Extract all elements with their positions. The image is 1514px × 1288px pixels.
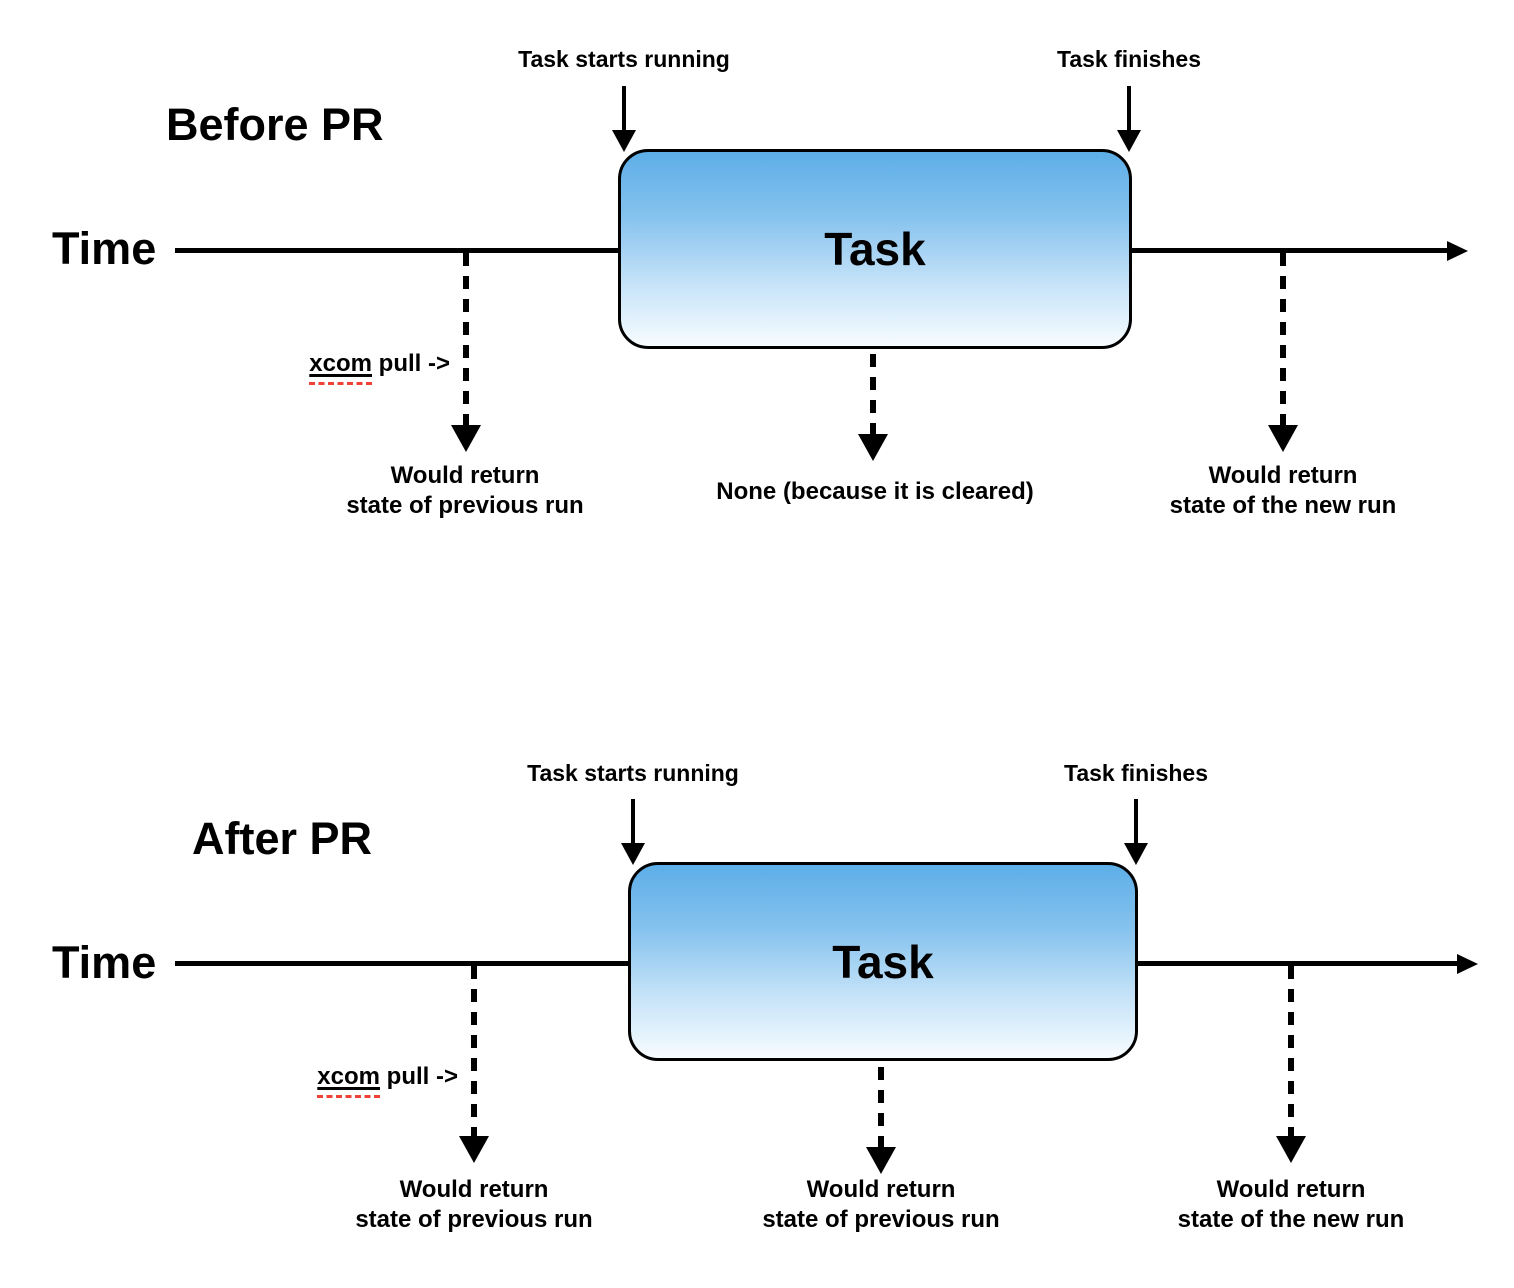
- xcom-pull-rest: pull ->: [380, 1063, 458, 1090]
- task-finish-arrow-icon: [1127, 86, 1131, 130]
- callout-previous-run: Would return state of previous run: [346, 461, 583, 521]
- callout-line: state of the new run: [1169, 492, 1397, 519]
- xcom-word: xcom: [309, 350, 372, 377]
- callout-line: state of previous run: [762, 1206, 1000, 1233]
- xcom-pull-label: xcom pull ->: [317, 1063, 458, 1091]
- callout-line: state of the new run: [1177, 1206, 1405, 1233]
- task-box: Task: [618, 149, 1132, 349]
- diagram-title: After PR: [192, 813, 373, 864]
- task-box: Task: [628, 862, 1138, 1061]
- callout-line: Would return: [390, 462, 540, 489]
- time-axis-label: Time: [52, 223, 157, 274]
- time-axis-label: Time: [52, 937, 157, 988]
- xcom-pull-before-run-arrow-icon: [463, 253, 469, 425]
- xcom-pull-during-run-arrow-icon: [878, 1067, 884, 1147]
- callout-line: None (because it is cleared): [716, 478, 1034, 505]
- callout-previous-run: Would return state of previous run: [355, 1175, 592, 1235]
- task-starts-running-label: Task starts running: [518, 46, 730, 72]
- task-finishes-label: Task finishes: [1063, 760, 1209, 786]
- task-box-label: Task: [824, 223, 926, 275]
- callout-line: Would return: [1208, 462, 1358, 489]
- xcom-pull-before-run-arrow-icon: [471, 966, 477, 1136]
- callout-line: state of previous run: [346, 492, 584, 519]
- callout-line: state of previous run: [355, 1206, 593, 1233]
- task-start-arrow-icon: [622, 86, 626, 130]
- task-start-arrow-icon: [631, 799, 635, 843]
- callout-line: Would return: [399, 1176, 549, 1203]
- callout-new-run: Would return state of the new run: [1178, 1175, 1405, 1235]
- xcom-pull-during-run-arrow-icon: [870, 354, 876, 434]
- callout-previous-run-middle: Would return state of previous run: [762, 1175, 999, 1235]
- callout-line: Would return: [806, 1176, 956, 1203]
- diagram-title: Before PR: [166, 99, 384, 150]
- task-box-label: Task: [832, 935, 934, 988]
- task-starts-running-label: Task starts running: [527, 760, 739, 786]
- task-finish-arrow-icon: [1134, 799, 1138, 843]
- diagram-after-pr: Task starts running Task finishes After …: [0, 712, 1514, 1288]
- callout-none-cleared: None (because it is cleared): [716, 477, 1033, 507]
- xcom-word: xcom: [317, 1063, 380, 1090]
- callout-new-run: Would return state of the new run: [1170, 461, 1397, 521]
- xcom-pull-label: xcom pull ->: [309, 350, 450, 378]
- task-finishes-label: Task finishes: [1056, 46, 1202, 72]
- xcom-pull-rest: pull ->: [372, 350, 450, 377]
- diagram-before-pr: Task starts running Task finishes Before…: [0, 0, 1514, 576]
- xcom-pull-after-run-arrow-icon: [1280, 253, 1286, 425]
- callout-line: Would return: [1216, 1176, 1366, 1203]
- xcom-pull-after-run-arrow-icon: [1288, 966, 1294, 1136]
